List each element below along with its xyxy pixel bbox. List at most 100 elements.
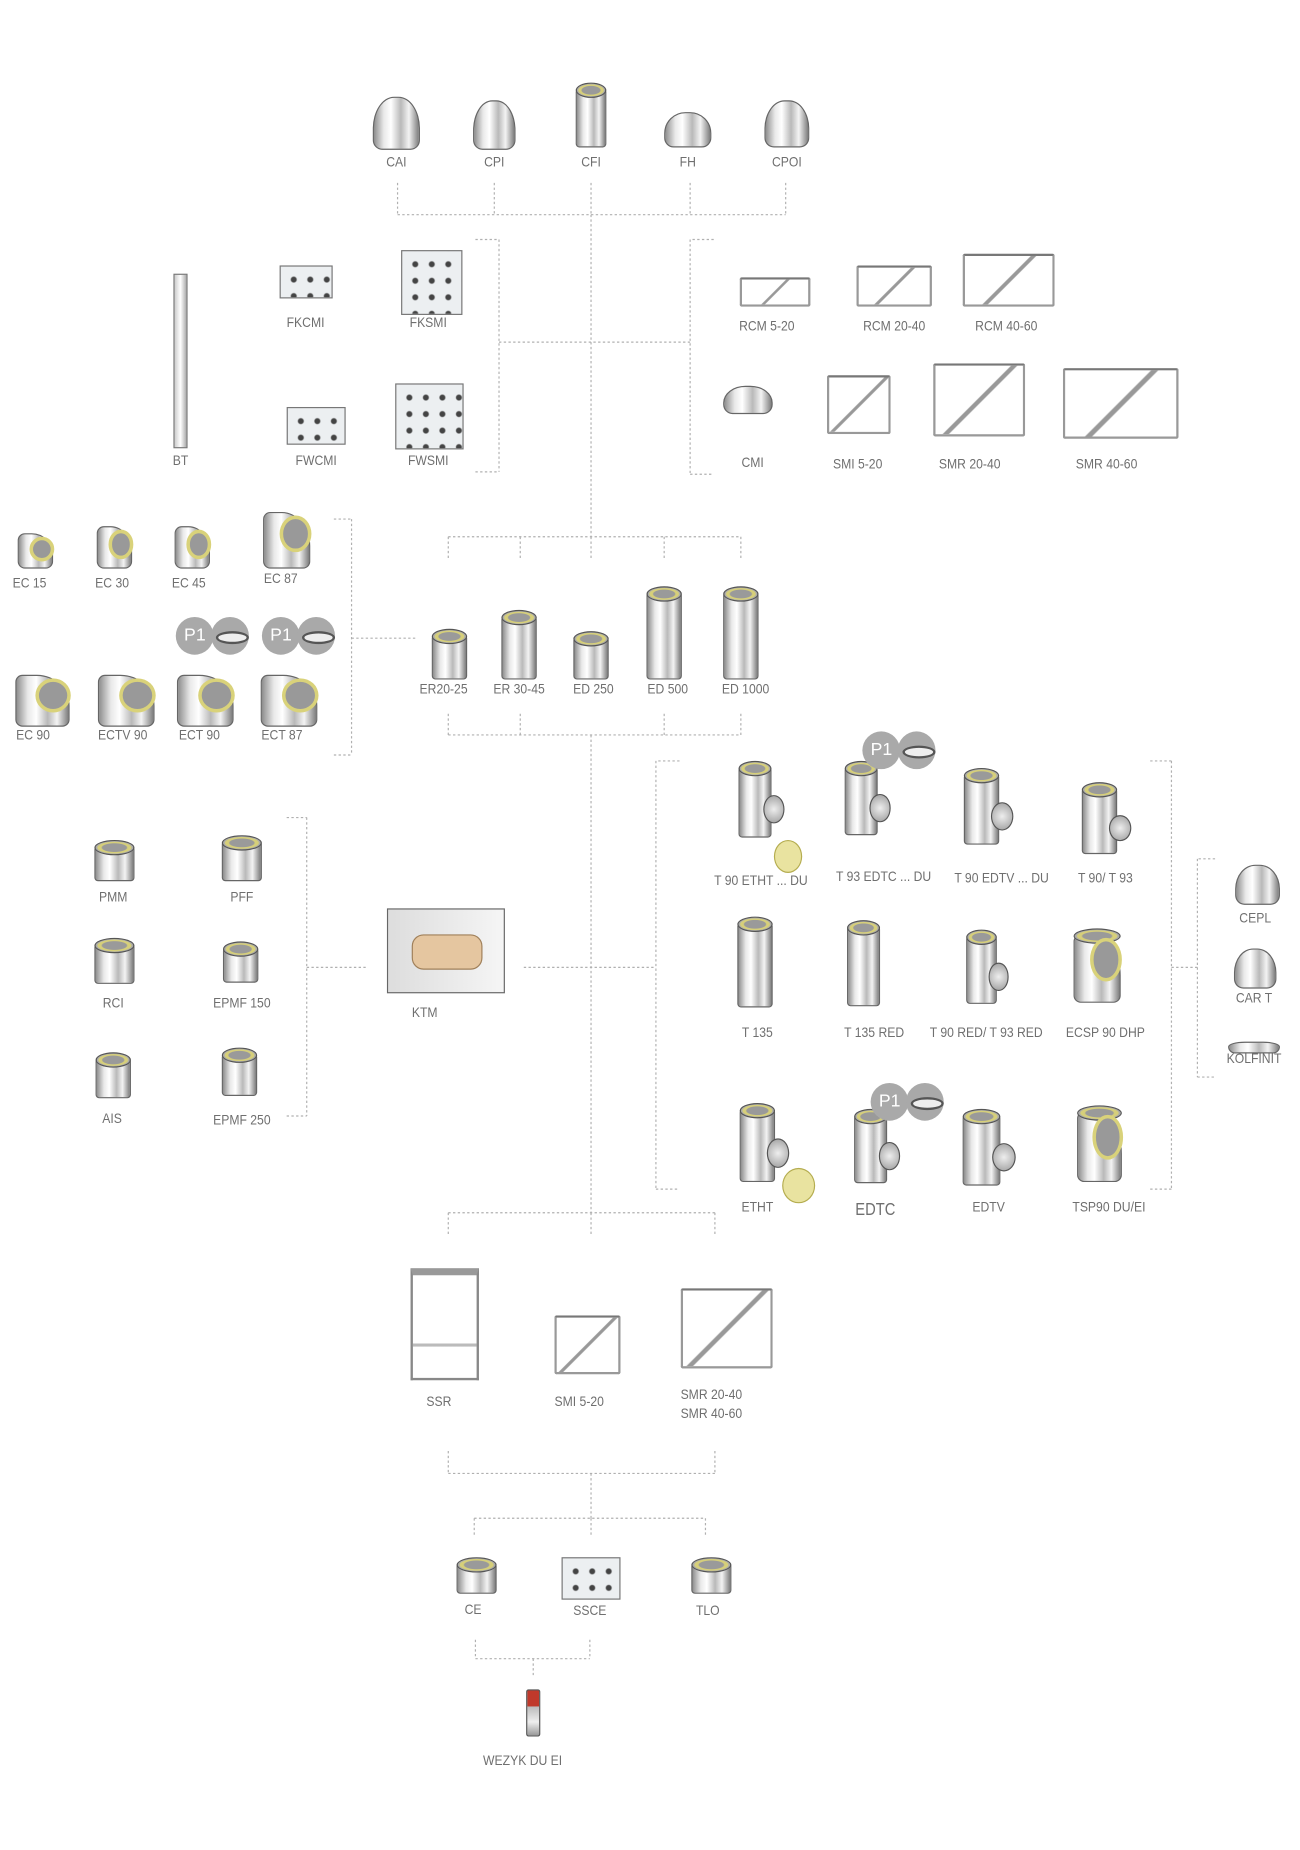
product-image-t-135-red[interactable] bbox=[847, 920, 881, 1007]
product-label-ecsp-90-dhp[interactable]: ECSP 90 DHP bbox=[1065, 1023, 1145, 1041]
product-label-t-135-red[interactable]: T 135 RED bbox=[844, 1023, 905, 1041]
product-label-fh[interactable]: FH bbox=[679, 153, 696, 170]
product-label-fwcmi[interactable]: FWCMI bbox=[295, 451, 337, 469]
product-image-fksmi[interactable] bbox=[401, 250, 463, 315]
product-image-fh[interactable] bbox=[664, 112, 712, 148]
product-image-ec-87[interactable] bbox=[263, 511, 312, 569]
product-image-ssce[interactable] bbox=[561, 1557, 621, 1600]
product-image-cpi[interactable] bbox=[473, 100, 516, 150]
product-label-ec-15[interactable]: EC 15 bbox=[12, 574, 47, 592]
product-image-bt[interactable] bbox=[173, 273, 188, 449]
product-label-rcm-5-20[interactable]: RCM 5-20 bbox=[739, 317, 795, 334]
product-image-ec-15[interactable] bbox=[17, 533, 55, 569]
product-label-t-90-edtv-du[interactable]: T 90 EDTV ... DU bbox=[954, 869, 1049, 886]
product-image-cepl[interactable] bbox=[1235, 864, 1280, 905]
product-label-ed-250[interactable]: ED 250 bbox=[573, 680, 614, 698]
product-image-fwcmi[interactable] bbox=[286, 406, 346, 445]
product-label-tlo[interactable]: TLO bbox=[695, 1602, 720, 1619]
product-label-ce[interactable]: CE bbox=[464, 1600, 482, 1618]
product-image-cfi[interactable] bbox=[575, 82, 607, 148]
product-image-smi-5-20[interactable] bbox=[554, 1315, 621, 1375]
product-image-t-90-edtv-du[interactable] bbox=[963, 767, 1013, 845]
product-label-smr-20-40[interactable]: SMR 20-40 bbox=[938, 455, 1001, 472]
product-image-rcm-20-40[interactable] bbox=[856, 265, 932, 307]
product-label-ect-87[interactable]: ECT 87 bbox=[261, 726, 303, 744]
product-label-cmi[interactable]: CMI bbox=[741, 454, 764, 471]
product-label-smr-20-40[interactable]: SMR 20-40 bbox=[680, 1386, 743, 1403]
product-image-ec-45[interactable] bbox=[174, 526, 212, 569]
product-label-car-t[interactable]: CAR T bbox=[1235, 989, 1273, 1007]
product-image-fwsmi[interactable] bbox=[395, 383, 464, 450]
product-label-t-93-edtc-du[interactable]: T 93 EDTC ... DU bbox=[836, 868, 932, 885]
product-image-rci[interactable] bbox=[94, 937, 135, 984]
product-label-er-30-45[interactable]: ER 30-45 bbox=[493, 680, 545, 698]
product-image-edtv[interactable] bbox=[962, 1108, 1016, 1186]
product-label-bt[interactable]: BT bbox=[172, 451, 189, 469]
product-image-t-93-edtc-du[interactable] bbox=[844, 760, 891, 836]
product-label-epmf-150[interactable]: EPMF 150 bbox=[213, 994, 271, 1012]
product-label-etht[interactable]: ETHT bbox=[741, 1198, 774, 1216]
product-label-smi-5-20[interactable]: SMI 5-20 bbox=[554, 1393, 604, 1410]
product-image-ed-1000[interactable] bbox=[723, 586, 759, 680]
product-label-ec-90[interactable]: EC 90 bbox=[16, 726, 50, 744]
product-label-cpi[interactable]: CPI bbox=[484, 153, 505, 170]
product-image-t-90-t-93[interactable] bbox=[1081, 782, 1131, 855]
product-image-ktm[interactable] bbox=[386, 908, 505, 994]
product-image-ais[interactable] bbox=[95, 1052, 131, 1099]
product-label-ed-1000[interactable]: ED 1000 bbox=[721, 680, 770, 698]
product-label-rcm-40-60[interactable]: RCM 40-60 bbox=[975, 317, 1038, 334]
product-image-ect-90[interactable] bbox=[176, 674, 235, 727]
product-image-ecsp-90-dhp[interactable] bbox=[1073, 928, 1122, 1003]
product-image-car-t[interactable] bbox=[1233, 948, 1277, 989]
product-label-ec-87[interactable]: EC 87 bbox=[263, 569, 298, 587]
product-label-smr-40-60[interactable]: SMR 40-60 bbox=[1075, 455, 1138, 472]
product-image-ec-90[interactable] bbox=[15, 674, 71, 727]
product-image-epmf-250[interactable] bbox=[221, 1047, 258, 1096]
product-label-fkcmi[interactable]: FKCMI bbox=[286, 313, 325, 331]
product-image-smr-40-60[interactable] bbox=[1062, 368, 1179, 439]
product-image-fkcmi[interactable] bbox=[278, 265, 333, 299]
product-label-tsp90-du-ei[interactable]: TSP90 DU/EI bbox=[1072, 1198, 1146, 1216]
product-image-smr-20-40[interactable] bbox=[680, 1288, 773, 1369]
product-image-ectv-90[interactable] bbox=[97, 674, 156, 727]
product-image-er-30-45[interactable] bbox=[501, 609, 537, 680]
product-image-ssr[interactable] bbox=[410, 1268, 479, 1381]
product-label-t-90-etht-du[interactable]: T 90 ETHT ... DU bbox=[714, 871, 808, 889]
product-label-ectv-90[interactable]: ECTV 90 bbox=[97, 726, 148, 744]
product-label-edtc[interactable]: EDTC bbox=[855, 1200, 896, 1220]
product-image-smr-20-40[interactable] bbox=[933, 363, 1026, 437]
product-label-ais[interactable]: AIS bbox=[102, 1110, 122, 1127]
product-label-kolfinit[interactable]: KOLFINIT bbox=[1226, 1049, 1282, 1067]
product-image-wezyk-du-ei[interactable] bbox=[526, 1689, 541, 1737]
product-image-smi-5-20[interactable] bbox=[826, 375, 891, 435]
product-label-smi-5-20[interactable]: SMI 5-20 bbox=[832, 455, 883, 472]
product-image-cmi[interactable] bbox=[723, 385, 773, 415]
product-label-rci[interactable]: RCI bbox=[102, 994, 124, 1012]
product-image-tsp90-du-ei[interactable] bbox=[1077, 1105, 1124, 1183]
product-image-t-135[interactable] bbox=[737, 916, 773, 1008]
product-image-ce[interactable] bbox=[456, 1557, 497, 1594]
product-image-rcm-5-20[interactable] bbox=[739, 277, 811, 307]
product-label-cai[interactable]: CAI bbox=[386, 153, 407, 170]
product-label-rcm-20-40[interactable]: RCM 20-40 bbox=[863, 317, 926, 334]
product-image-er20-25[interactable] bbox=[431, 628, 468, 680]
product-label-epmf-250[interactable]: EPMF 250 bbox=[213, 1111, 271, 1128]
product-label-smr-40-60[interactable]: SMR 40-60 bbox=[680, 1405, 743, 1422]
product-image-cpoi[interactable] bbox=[764, 100, 810, 148]
product-image-ed-500[interactable] bbox=[646, 586, 682, 680]
product-image-pmm[interactable] bbox=[94, 839, 135, 882]
product-label-cepl[interactable]: CEPL bbox=[1239, 909, 1272, 927]
product-label-ssr[interactable]: SSR bbox=[426, 1393, 452, 1410]
product-label-er20-25[interactable]: ER20-25 bbox=[419, 680, 468, 698]
product-image-edtc[interactable] bbox=[854, 1108, 900, 1184]
product-image-kolfinit[interactable] bbox=[1228, 1041, 1280, 1054]
product-label-pff[interactable]: PFF bbox=[230, 888, 254, 905]
product-label-t-90-t-93[interactable]: T 90/ T 93 bbox=[1077, 869, 1133, 886]
product-label-fksmi[interactable]: FKSMI bbox=[409, 313, 447, 331]
product-label-ec-45[interactable]: EC 45 bbox=[171, 574, 206, 592]
product-image-ect-87[interactable] bbox=[260, 674, 319, 727]
product-label-edtv[interactable]: EDTV bbox=[972, 1198, 1005, 1216]
product-image-cai[interactable] bbox=[372, 96, 420, 150]
product-label-pmm[interactable]: PMM bbox=[99, 888, 128, 905]
product-image-tlo[interactable] bbox=[691, 1557, 732, 1594]
